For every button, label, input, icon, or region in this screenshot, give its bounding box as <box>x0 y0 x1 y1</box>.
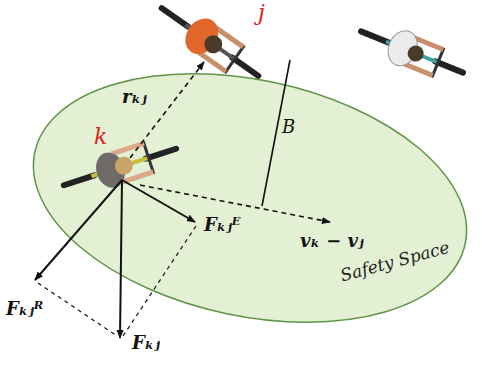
cyclist-j <box>148 0 271 93</box>
force-label: Fₖⱼ <box>132 332 160 354</box>
force-label: Fₖⱼᴱ <box>204 214 240 236</box>
vector-label: vₖ − vⱼ <box>300 230 364 252</box>
cyclist-k <box>55 131 184 204</box>
parallelogram-line <box>38 283 117 336</box>
force-arrow <box>120 180 122 338</box>
safety-space-outline <box>28 68 472 328</box>
force-r-arrow <box>35 180 122 280</box>
distance-vector <box>130 62 204 158</box>
cyclist-name: k <box>94 124 107 150</box>
force-label: Fₖⱼᴿ <box>6 298 43 320</box>
vector-label: rₖⱼ <box>122 86 147 108</box>
force-e-arrow <box>122 180 195 222</box>
safety-space-region: Safety Space <box>28 68 472 328</box>
cyclist-name: j <box>258 0 265 26</box>
cyclist-other <box>351 14 472 91</box>
parallelogram-line <box>123 226 196 336</box>
dimension-label: B <box>282 116 295 138</box>
safety-space-ellipse <box>28 68 472 328</box>
